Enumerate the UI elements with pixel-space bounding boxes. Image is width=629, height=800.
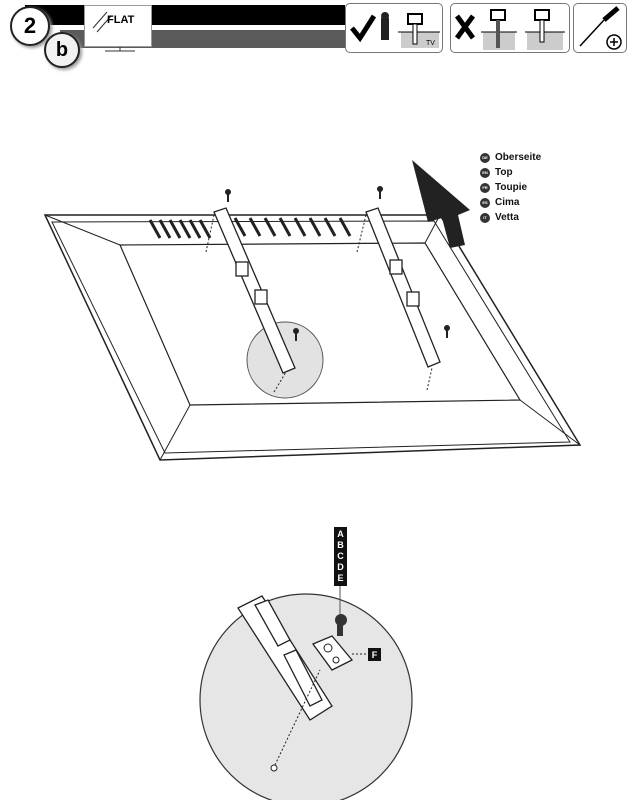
flat-tv-icon: FLAT bbox=[84, 5, 152, 47]
cross-icon bbox=[454, 9, 565, 50]
legend-item: EN Top bbox=[480, 165, 541, 180]
legend-label: Top bbox=[495, 167, 513, 178]
phillips-screwdriver-icon bbox=[579, 6, 622, 50]
right-bracket bbox=[365, 207, 441, 368]
tv-type-label: FLAT bbox=[107, 14, 135, 26]
legend-label: Oberseite bbox=[495, 152, 542, 163]
screw-option: B bbox=[337, 540, 344, 550]
legend-label: Vetta bbox=[495, 212, 519, 223]
legend-label: Cima bbox=[495, 197, 520, 208]
language-badge: IT bbox=[480, 212, 490, 223]
vent-slots bbox=[148, 217, 352, 239]
mounting-hole bbox=[270, 764, 278, 772]
left-bracket bbox=[213, 207, 296, 374]
orientation-legend: DE Oberseite EN Top FR Toupie ES Cima IT Vett… bbox=[480, 150, 541, 225]
tv-back-diagram bbox=[43, 160, 582, 461]
step-number: 2 bbox=[10, 6, 50, 46]
legend-item: FR Toupie bbox=[480, 180, 541, 195]
washer-label: F bbox=[368, 648, 381, 661]
detail-zoom-diagram bbox=[199, 586, 413, 800]
language-badge: ES bbox=[480, 197, 490, 208]
washer-plate bbox=[311, 635, 354, 671]
screw-shaft bbox=[337, 624, 343, 636]
screw-option: C bbox=[337, 551, 344, 561]
bracket-rail bbox=[237, 595, 333, 721]
legend-item: DE Oberseite bbox=[480, 150, 541, 165]
language-badge: FR bbox=[480, 182, 490, 193]
step-letter: b bbox=[44, 32, 80, 68]
header-bar bbox=[25, 5, 345, 25]
language-badge: DE bbox=[480, 152, 490, 163]
checkmark-icon: TV bbox=[350, 12, 440, 48]
screw-head bbox=[335, 614, 347, 626]
legend-item: IT Vetta bbox=[480, 210, 541, 225]
screw-option: E bbox=[337, 573, 344, 583]
svg-text:TV: TV bbox=[426, 40, 435, 47]
legend-label: Toupie bbox=[495, 182, 528, 193]
screw-option: A bbox=[337, 529, 344, 539]
top-direction-arrow bbox=[412, 160, 470, 248]
legend-item: ES Cima bbox=[480, 195, 541, 210]
screw-option: D bbox=[337, 562, 344, 572]
correct-screw-box: TV bbox=[345, 3, 443, 53]
wrong-screw-box bbox=[450, 3, 570, 53]
language-badge: EN bbox=[480, 167, 490, 178]
screw-size-options: A B C D E bbox=[334, 527, 347, 586]
screwdriver-box bbox=[573, 3, 627, 53]
screws bbox=[225, 186, 450, 341]
